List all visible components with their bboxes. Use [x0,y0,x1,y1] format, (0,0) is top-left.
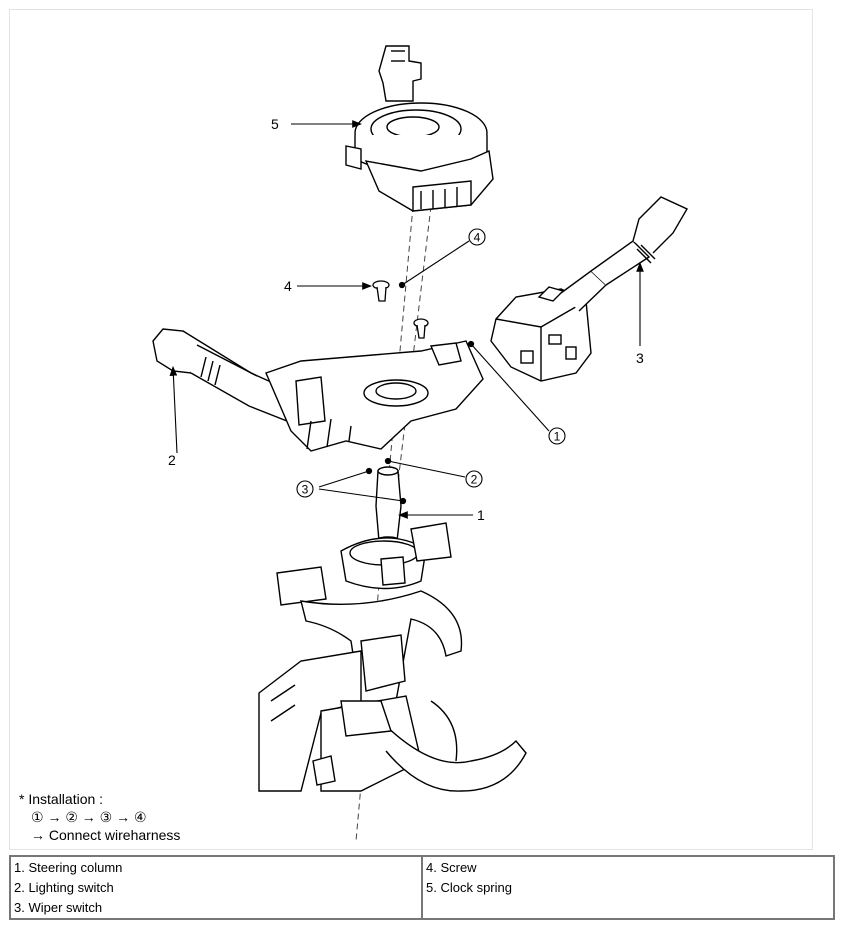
legend-item: 5. Clock spring [426,880,512,895]
legend-item: 2. Lighting switch [14,880,114,895]
installation-sequence: ① → ② → ③ → ④ [31,809,147,825]
steering-column-drawing [258,466,527,792]
callout-1: 1 [477,507,485,523]
svg-text:2: 2 [471,473,478,487]
legend-column-left: 1. Steering column 2. Lighting switch 3.… [11,857,421,918]
legend-item: 4. Screw [426,860,477,875]
clock-spring-drawing [345,45,494,212]
svg-text:4: 4 [474,231,481,245]
svg-text:1: 1 [554,430,561,444]
installation-final-step: → Connect wireharness [31,827,181,843]
diagram-frame: 5 4 3 2 1 4 1 2 3 [9,9,813,850]
sequence-marker-4: 4 [468,228,486,246]
callout-3: 3 [636,350,644,366]
leader-lines [169,120,644,519]
callout-5: 5 [271,116,279,132]
legend-item: 3. Wiper switch [14,900,103,915]
legend-column-right: 4. Screw 5. Clock spring [421,857,833,918]
sequence-marker-3: 3 [296,480,314,498]
callout-2: 2 [168,452,176,468]
lighting-switch-drawing [152,328,484,452]
exploded-view-diagram: 5 4 3 2 1 4 1 2 3 [152,45,688,842]
sequence-marker-1: 1 [548,427,566,445]
installation-note: * Installation : ① → ② → ③ → ④ → Connect… [19,790,180,844]
legend-item: 1. Steering column [14,860,123,875]
parts-legend-table: 1. Steering column 2. Lighting switch 3.… [9,855,835,920]
wiper-switch-drawing [490,196,688,382]
sequence-marker-2: 2 [465,470,483,488]
svg-text:3: 3 [302,483,309,497]
callout-4: 4 [284,278,292,294]
screw-drawing [372,280,429,339]
installation-title: * Installation : [19,791,104,807]
